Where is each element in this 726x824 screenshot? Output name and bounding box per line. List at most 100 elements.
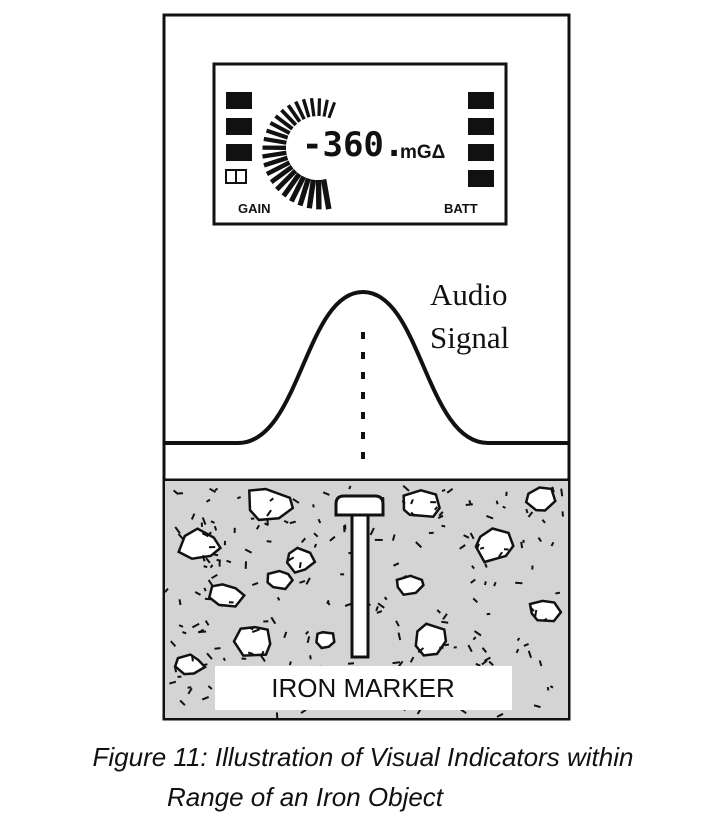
soil-speck <box>329 535 336 542</box>
soil-speck <box>533 704 541 709</box>
soil-speck <box>236 496 242 500</box>
soil-speck <box>437 514 444 519</box>
soil-speck <box>397 632 402 641</box>
soil-speck <box>436 609 441 614</box>
soil-speck <box>505 491 508 497</box>
soil-speck <box>344 602 352 607</box>
soil-speck <box>283 519 289 524</box>
soil-speck <box>187 687 193 695</box>
soil-speck <box>471 565 475 570</box>
soil-speck <box>203 587 207 592</box>
figure-caption-line1: Figure 11: Illustration of Visual Indica… <box>92 742 634 772</box>
audio-signal-label-line1: Audio <box>430 277 508 312</box>
arc-meter-segment <box>265 128 289 140</box>
arc-meter-segment <box>306 179 317 209</box>
soil-speck <box>191 655 194 662</box>
soil-speck <box>172 489 179 495</box>
soil-speck <box>377 602 385 609</box>
soil-speck <box>541 519 546 524</box>
arc-meter-segment <box>263 136 287 145</box>
soil-speck <box>206 652 213 660</box>
soil-speck <box>177 533 185 541</box>
soil-pebble <box>248 487 295 522</box>
soil-pebble <box>402 488 441 519</box>
soil-speck <box>211 573 218 580</box>
soil-speck <box>527 650 533 659</box>
soil-speck <box>210 520 215 524</box>
soil-speck <box>299 579 306 584</box>
lcd-reading-unit: mGΔ <box>400 142 445 163</box>
batt-label: BATT <box>444 201 478 216</box>
soil-speck <box>269 497 274 502</box>
soil-speck <box>211 553 219 557</box>
soil-speck <box>401 500 406 505</box>
soil-speck <box>392 661 401 665</box>
soil-speck <box>313 543 318 548</box>
soil-speck <box>283 631 288 639</box>
soil-speck <box>549 685 554 689</box>
audio-signal-label-line2: Signal <box>430 320 509 355</box>
soil-speck <box>298 562 302 569</box>
soil-speck <box>441 524 446 528</box>
soil-speck <box>393 562 400 567</box>
soil-speck <box>550 541 555 547</box>
soil-speck <box>260 650 265 657</box>
soil-speck <box>463 534 470 539</box>
soil-speck <box>484 581 487 586</box>
soil-speck <box>214 487 219 492</box>
soil-speck <box>214 647 221 650</box>
soil-speck <box>247 651 254 656</box>
soil-speck <box>475 662 481 667</box>
soil-speck <box>251 628 260 634</box>
soil-speck <box>516 637 521 642</box>
soil-speck <box>493 581 497 587</box>
soil-speck <box>209 564 214 569</box>
soil-speck <box>322 491 330 496</box>
soil-speck <box>470 578 476 584</box>
soil-speck <box>204 620 210 626</box>
soil-speck <box>495 500 499 505</box>
soil-speck <box>266 540 272 543</box>
soil-pebble <box>177 527 223 560</box>
soil-speck <box>410 499 414 505</box>
soil-pebble <box>315 630 336 650</box>
soil-speck <box>444 643 450 647</box>
arc-meter-segment <box>322 99 329 117</box>
soil-speck <box>469 532 475 540</box>
lcd-display: -360. mGΔ GAIN BATT <box>212 62 508 226</box>
soil-speck <box>205 531 212 538</box>
soil-speck <box>543 617 548 622</box>
soil-speck <box>182 631 187 635</box>
soil-speck <box>520 541 524 549</box>
soil-speck <box>248 626 254 631</box>
soil-pebble <box>285 546 317 575</box>
soil-speck <box>442 613 448 620</box>
soil-speck <box>441 488 446 492</box>
soil-speck <box>488 660 494 666</box>
arc-meter-segment <box>269 164 294 184</box>
audio-signal-curve <box>164 289 569 445</box>
arc-meter-segment <box>263 155 289 168</box>
soil-speck <box>467 644 473 653</box>
soil-speck <box>560 488 564 497</box>
soil-speck <box>484 563 488 568</box>
soil-speck <box>402 575 408 579</box>
soil-speck <box>538 660 543 667</box>
soil-speck <box>207 579 214 587</box>
soil-speck <box>551 486 555 493</box>
soil-speck <box>476 543 480 549</box>
soil-speck <box>174 526 181 535</box>
soil-speck <box>375 605 379 612</box>
soil-speck <box>383 596 388 601</box>
soil-speck <box>402 485 410 492</box>
soil-speck <box>213 525 218 531</box>
signal-arc-meter <box>262 97 337 210</box>
soil-pebble <box>207 583 247 608</box>
soil-speck <box>546 686 550 691</box>
arc-meter-segment <box>294 100 306 120</box>
soil-speck <box>465 503 473 506</box>
soil-speck <box>348 485 352 490</box>
soil-speck <box>201 695 210 701</box>
soil-speck <box>527 511 534 518</box>
soil-speck <box>326 599 330 605</box>
